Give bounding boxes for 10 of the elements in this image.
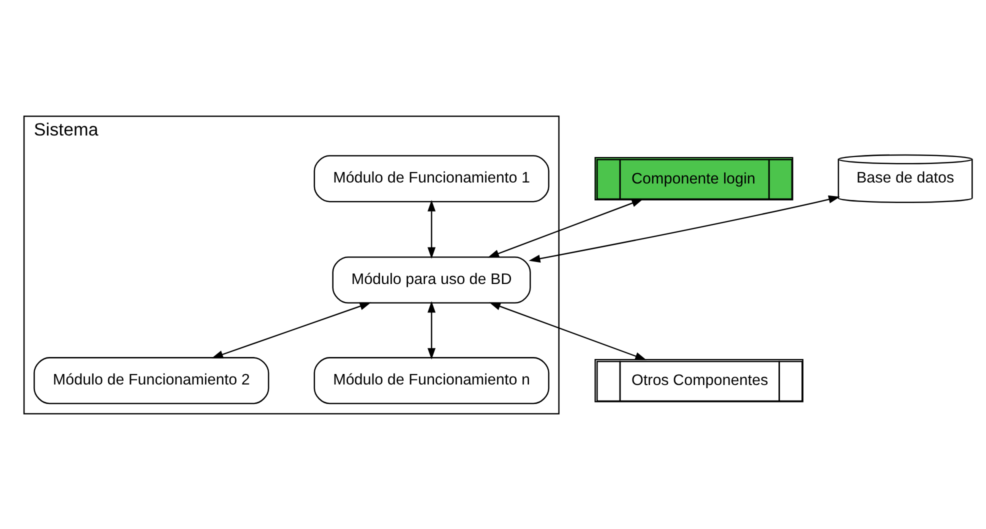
node-box: Módulo para uso de BD	[332, 256, 531, 304]
node-box: Módulo de Funcionamiento 2	[34, 356, 270, 404]
arrow	[212, 302, 372, 358]
arrow	[428, 300, 436, 360]
node-box: Módulo de Funcionamiento n	[314, 356, 550, 404]
arrow	[489, 302, 647, 360]
arrow	[528, 194, 840, 262]
node-box: Módulo de Funcionamiento 1	[314, 154, 550, 202]
arrow	[428, 199, 436, 258]
arrow	[488, 198, 644, 258]
